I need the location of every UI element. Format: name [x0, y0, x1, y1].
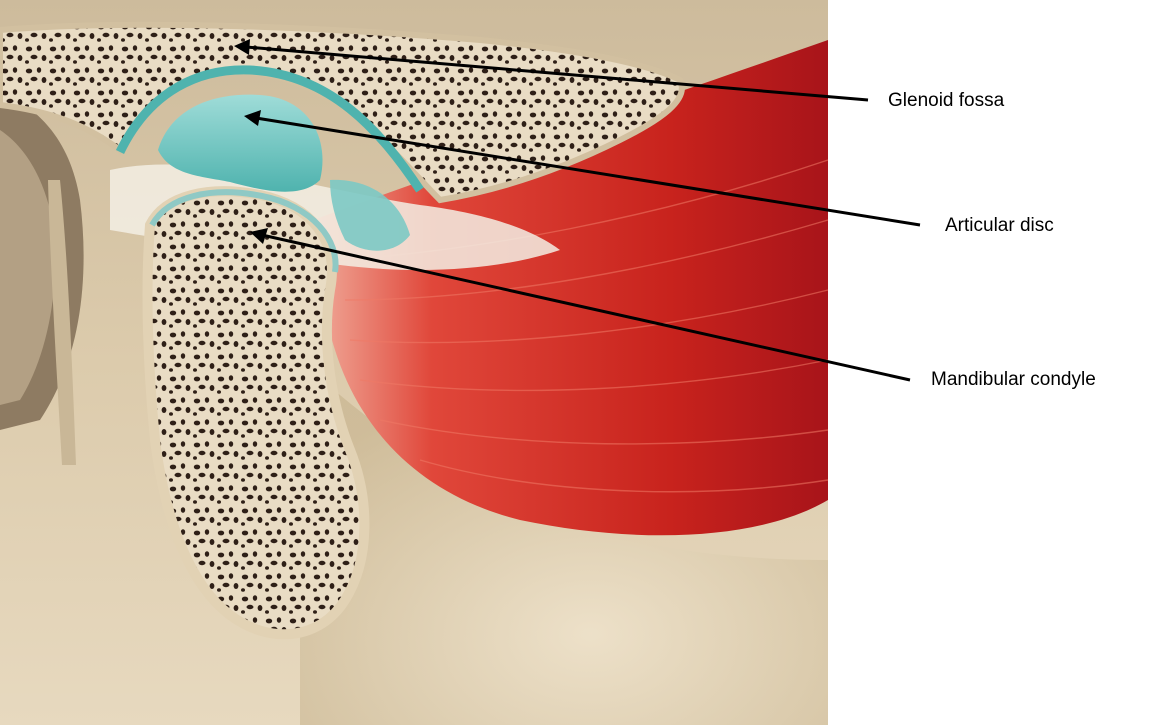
label-mandibular-condyle: Mandibular condyle [931, 369, 1096, 391]
label-articular-disc: Articular disc [945, 215, 1054, 237]
label-glenoid-fossa: Glenoid fossa [888, 90, 1004, 112]
